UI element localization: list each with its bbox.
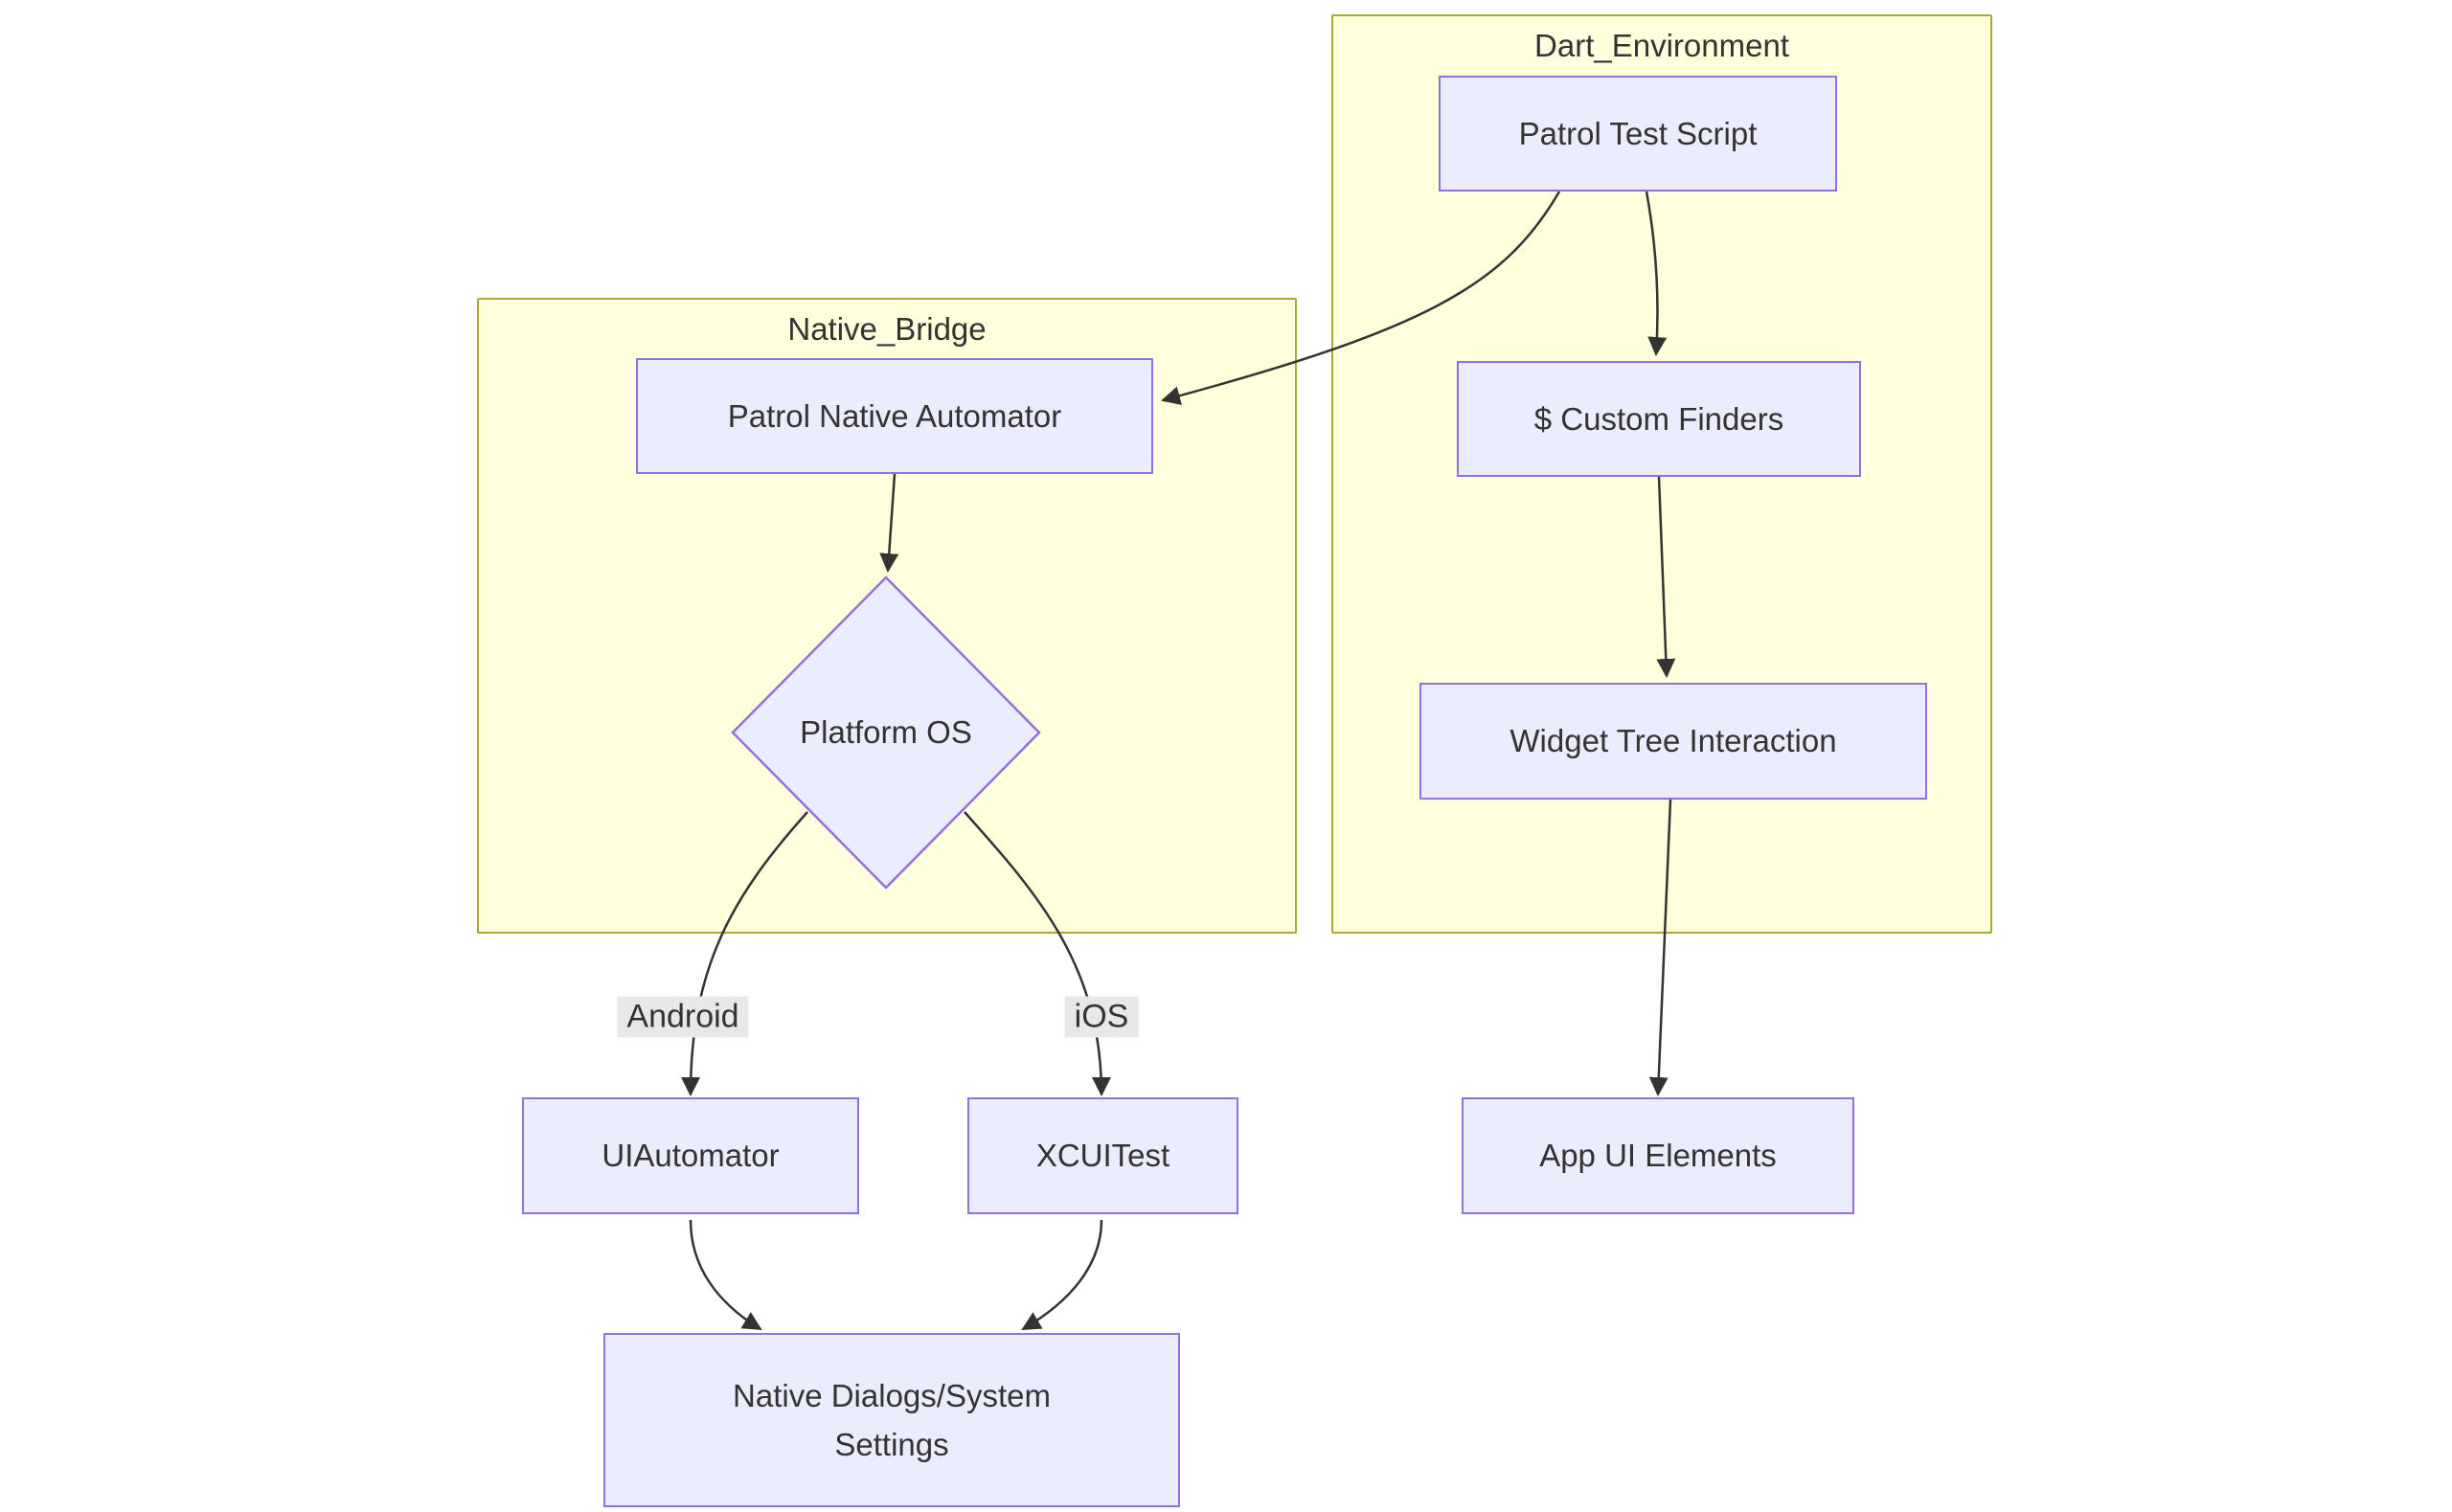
edge-patrol-test-script-to-patrol-native-automator (1161, 191, 1561, 405)
node-xcuitest-label: XCUITest (1035, 1138, 1170, 1174)
node-app-ui-elements-label: App UI Elements (1539, 1138, 1777, 1174)
edge-patrol-test-script-to-custom-finders (1645, 191, 1668, 356)
node-widget-tree-interaction: Widget Tree Interaction (1419, 683, 1927, 800)
edge-label-android: Android (617, 996, 749, 1038)
edge-platform-os-to-xcuitest (964, 811, 1111, 1096)
edge-widget-tree-interaction-to-app-ui-elements (1648, 799, 1672, 1096)
node-custom-finders-label: $ Custom Finders (1533, 400, 1784, 437)
cluster-dart-environment-title: Dart_Environment (1534, 28, 1789, 63)
node-patrol-test-script: Patrol Test Script (1439, 76, 1837, 192)
edge-label-ios: iOS (1064, 996, 1139, 1038)
edge-platform-os-to-uiautomator (681, 811, 808, 1096)
node-patrol-native-automator-label: Patrol Native Automator (727, 397, 1062, 434)
node-native-dialogs: Native Dialogs/System Settings (603, 1333, 1180, 1507)
node-patrol-test-script-label: Patrol Test Script (1518, 115, 1758, 151)
node-xcuitest: XCUITest (967, 1097, 1238, 1214)
node-platform-os-label-box: Platform OS (761, 685, 1010, 780)
node-widget-tree-interaction-label: Widget Tree Interaction (1510, 723, 1837, 759)
node-uiautomator-label: UIAutomator (602, 1138, 780, 1174)
node-native-dialogs-label: Native Dialogs/System Settings (733, 1377, 1051, 1462)
node-patrol-native-automator: Patrol Native Automator (636, 358, 1153, 474)
edge-patrol-native-automator-to-platform-os (879, 473, 899, 573)
node-app-ui-elements: App UI Elements (1462, 1097, 1854, 1214)
edge-custom-finders-to-widget-tree-interaction (1656, 476, 1676, 678)
node-uiautomator: UIAutomator (522, 1097, 859, 1214)
edge-xcuitest-to-native-dialogs (1021, 1219, 1103, 1331)
node-platform-os-shape (731, 575, 1041, 890)
edge-uiautomator-to-native-dialogs (689, 1219, 762, 1331)
node-platform-os-label: Platform OS (800, 714, 972, 750)
node-custom-finders: $ Custom Finders (1457, 361, 1861, 477)
cluster-native-bridge-title: Native_Bridge (787, 311, 987, 347)
